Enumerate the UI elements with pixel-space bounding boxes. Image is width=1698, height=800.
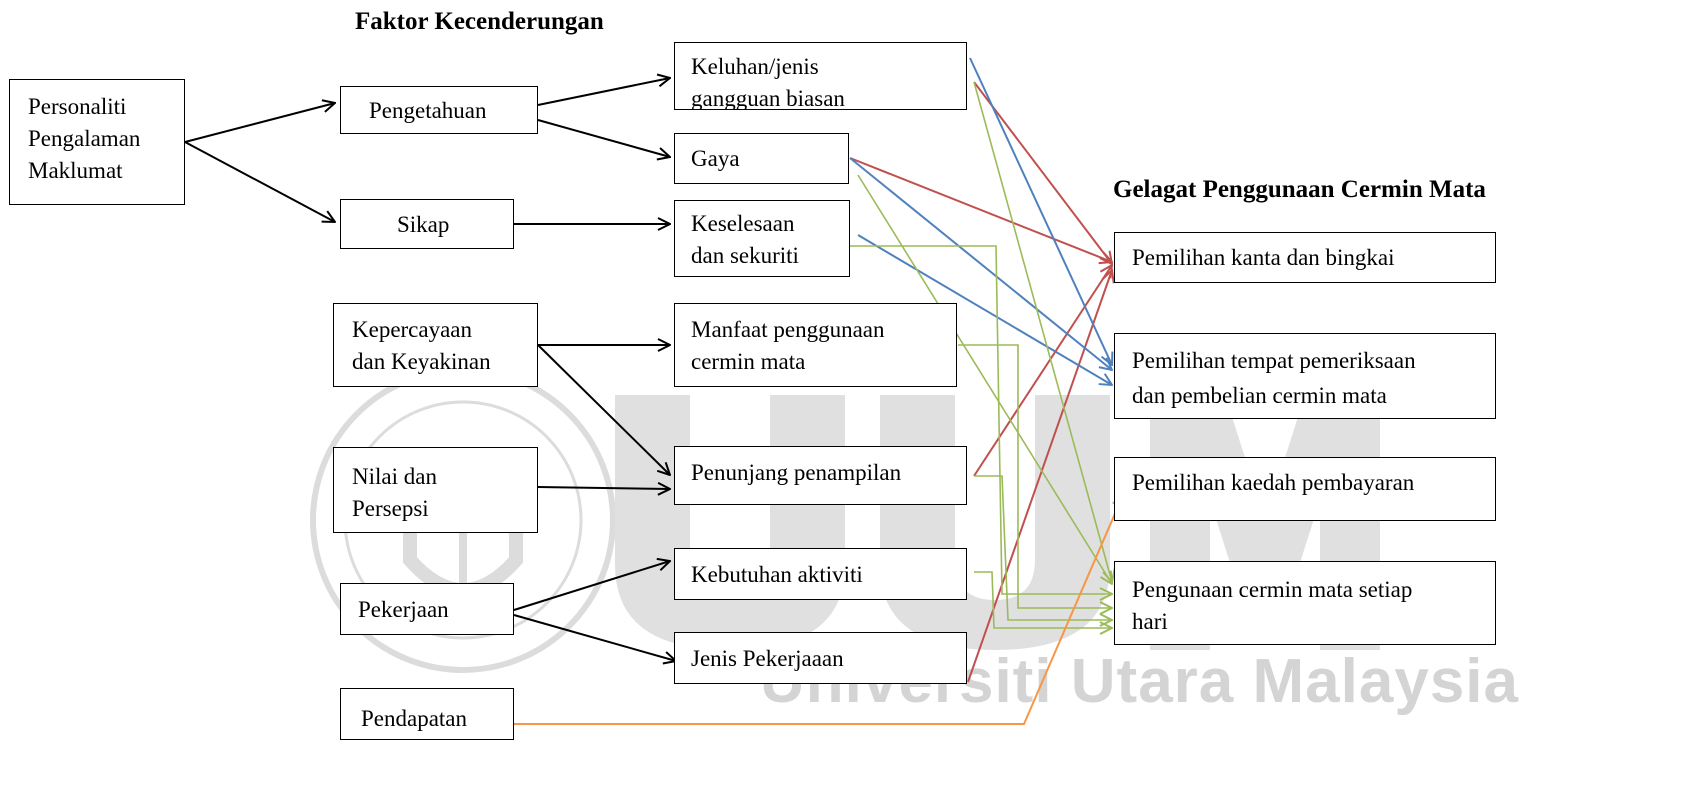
arrow-benefit-daily [958,344,1112,608]
arrow-appearance-daily [974,475,1112,620]
box-style: Gaya [674,133,849,184]
box-appearance-line-1: Penunjang penampilan [691,460,902,485]
box-payment: Pemilihan kaedah pembayaran [1114,457,1496,521]
arrow-personality-attitude [184,141,335,222]
arrow-comfort-daily [850,245,1112,594]
box-values-line-1: Nilai dan [352,464,437,489]
box-values: Nilai dan Persepsi [333,447,538,533]
arrow-appearance-lens [973,265,1112,477]
box-daily-use: Pengunaan cermin mata setiap hari [1114,561,1496,645]
box-belief-line-2: dan Keyakinan [352,349,491,374]
box-attitude: Sikap [340,199,514,249]
arrow-activity-daily [974,571,1112,628]
arrow-occupation-jobtype [513,614,676,661]
arrow-comfort-place [857,234,1112,385]
box-personality: Personaliti Pengalaman Maklumat [9,79,185,205]
arrow-knowledge-complaints [537,78,670,106]
arrow-belief-appearance [537,344,670,475]
box-complaints-line-1: Keluhan/jenis [691,54,819,79]
box-attitude-line-1: Sikap [397,212,450,237]
box-daily-use-line-2: hari [1132,609,1168,634]
box-payment-line-1: Pemilihan kaedah pembayaran [1132,470,1415,495]
box-appearance: Penunjang penampilan [674,446,967,505]
arrow-income-payment [514,495,1123,725]
arrow-complaints-lens [973,81,1112,264]
box-benefit-line-1: Manfaat penggunaan [691,317,885,342]
box-complaints: Keluhan/jenis gangguan biasan [674,42,967,110]
arrow-values-appearance [537,487,670,489]
box-personality-line-2: Pengalaman [28,126,141,151]
heading-factors: Faktor Kecenderungan [355,8,604,35]
arrow-style-daily [857,174,1112,584]
arrow-knowledge-style [537,119,670,157]
box-lens-frame-line-1: Pemilihan kanta dan bingkai [1132,245,1395,270]
box-values-line-2: Persepsi [352,496,429,521]
box-knowledge-line-1: Pengetahuan [369,98,487,123]
box-complaints-line-2: gangguan biasan [691,86,845,110]
box-comfort-line-2: dan sekuriti [691,243,799,268]
box-occupation: Pekerjaan [340,583,514,635]
box-benefit: Manfaat penggunaan cermin mata [674,303,957,387]
box-personality-line-3: Maklumat [28,158,123,183]
box-personality-line-1: Personaliti [28,94,127,119]
box-lens-frame: Pemilihan kanta dan bingkai [1114,232,1496,283]
box-knowledge: Pengetahuan [340,86,538,134]
arrow-style-place [849,157,1112,370]
box-activity: Kebutuhan aktiviti [674,548,967,600]
box-comfort: Keselesaan dan sekuriti [674,200,850,277]
box-belief-line-1: Kepercayaan [352,317,473,342]
box-place: Pemilihan tempat pemeriksaan dan pembeli… [1114,333,1496,419]
box-occupation-line-1: Pekerjaan [358,597,449,622]
box-income-line-1: Pendapatan [361,706,468,731]
heading-behaviour: Gelagat Penggunaan Cermin Mata [1113,176,1486,203]
box-place-line-1: Pemilihan tempat pemeriksaan [1132,348,1416,373]
box-place-line-2: dan pembelian cermin mata [1132,383,1387,408]
box-daily-use-line-1: Pengunaan cermin mata setiap [1132,577,1413,602]
box-activity-line-1: Kebutuhan aktiviti [691,562,863,587]
box-jobtype-line-1: Jenis Pekerjaaan [691,646,844,671]
box-style-line-1: Gaya [691,146,740,171]
arrow-occupation-activity [513,561,670,611]
box-benefit-line-2: cermin mata [691,349,806,374]
arrow-style-lens [849,157,1112,262]
box-comfort-line-1: Keselesaan [691,211,795,236]
box-income: Pendapatan [340,688,514,740]
box-belief: Kepercayaan dan Keyakinan [333,303,538,387]
box-jobtype: Jenis Pekerjaaan [674,632,967,684]
arrow-jobtype-lens [967,270,1112,683]
arrow-complaints-place [969,57,1112,365]
arrow-personality-knowledge [184,103,335,143]
arrow-complaints-daily [973,81,1112,582]
